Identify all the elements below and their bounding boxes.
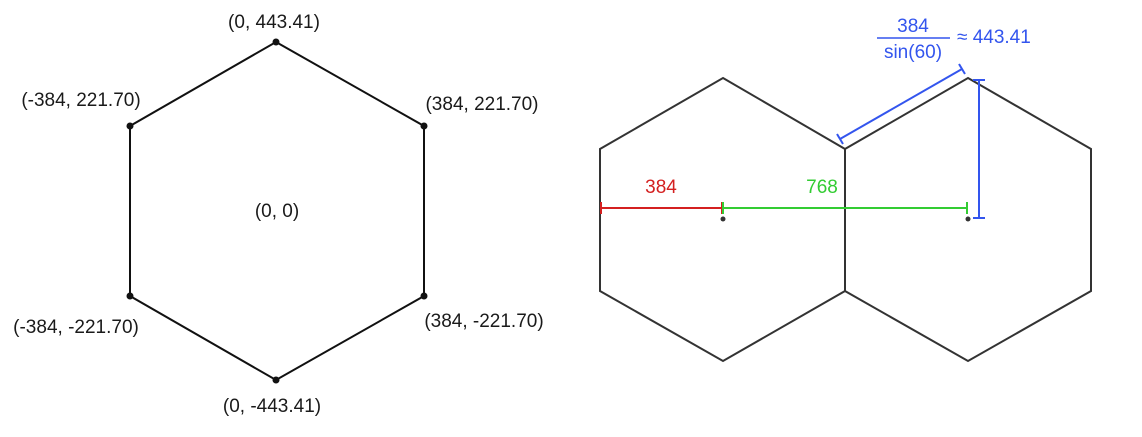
blue-vertical-dimension bbox=[973, 79, 985, 219]
red-dimension-label: 384 bbox=[645, 177, 677, 198]
blue-diagonal-tick-upper bbox=[958, 63, 966, 75]
vertex-dot-lower-left bbox=[126, 292, 134, 300]
blue-diagonal-tick-lower bbox=[836, 133, 844, 145]
blue-diagonal-dimension bbox=[836, 63, 966, 145]
label-upper-right: (384, 221.70) bbox=[425, 94, 538, 115]
center-dot-right bbox=[965, 216, 971, 222]
label-upper-left: (-384, 221.70) bbox=[21, 90, 140, 111]
blue-diagonal-line bbox=[839, 68, 963, 140]
label-bottom: (0, -443.41) bbox=[223, 396, 321, 417]
red-dimension bbox=[600, 202, 723, 214]
formula-result: ≈ 443.41 bbox=[957, 27, 1031, 48]
label-center: (0, 0) bbox=[255, 201, 299, 222]
right-hexagons-figure: 384 768 384 sin(60) ≈ 443.41 bbox=[599, 16, 1092, 363]
green-dimension-label: 768 bbox=[806, 177, 838, 198]
vertex-dot-upper-right bbox=[420, 122, 428, 130]
label-top: (0, 443.41) bbox=[228, 12, 320, 33]
green-dimension bbox=[722, 202, 968, 214]
left-hexagon-figure: (0, 443.41) (-384, 221.70) (384, 221.70)… bbox=[13, 12, 544, 417]
label-lower-right: (384, -221.70) bbox=[424, 311, 543, 332]
vertex-dot-lower-right bbox=[420, 292, 428, 300]
center-dot-left bbox=[720, 216, 726, 222]
formula-denominator: sin(60) bbox=[884, 42, 942, 63]
blue-formula: 384 sin(60) ≈ 443.41 bbox=[877, 16, 1031, 63]
vertex-dot-upper-left bbox=[126, 122, 134, 130]
vertex-dot-top bbox=[272, 38, 280, 46]
vertex-dot-bottom bbox=[272, 376, 280, 384]
right-hexagon-right bbox=[844, 76, 1092, 363]
formula-numerator: 384 bbox=[897, 16, 929, 37]
label-lower-left: (-384, -221.70) bbox=[13, 317, 139, 338]
